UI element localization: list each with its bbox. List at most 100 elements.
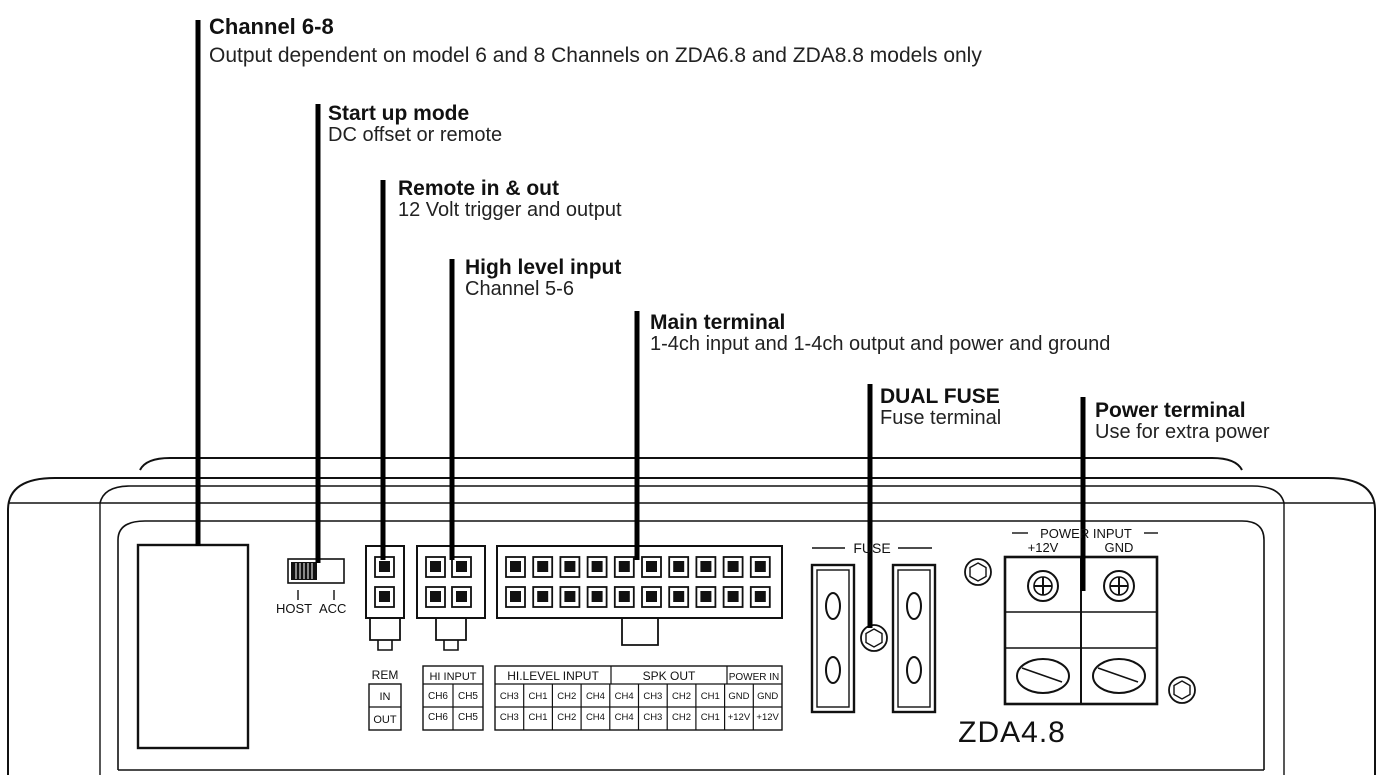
main-terminal-pin	[559, 556, 581, 578]
fuse-left	[810, 563, 856, 714]
main-terminal-pin-hole	[591, 561, 603, 572]
main-terminal-pin	[722, 556, 744, 578]
main-terminal-pin-hole	[700, 591, 712, 602]
main-terminal-pin	[641, 556, 662, 578]
table-cell-label: CH1	[701, 712, 720, 723]
table-cell-label: CH3	[643, 691, 662, 702]
main-terminal-pin	[613, 556, 635, 578]
channel-6-8-output-area	[136, 543, 250, 750]
table-cell-label: CH3	[500, 691, 519, 702]
callout-title: Start up mode	[328, 102, 470, 125]
hi-input-ch6-top: CH6	[428, 691, 448, 702]
callout-power-terminal: Power terminal Use for extra power	[1095, 400, 1270, 442]
main-terminal-pin	[722, 586, 744, 608]
table-cell-label: +12V	[728, 712, 751, 723]
screw-left	[964, 558, 992, 586]
callout-title: High level input	[465, 256, 622, 279]
power-plus-label: +12V	[1028, 540, 1059, 555]
callout-title: Remote in & out	[398, 177, 559, 200]
hi-input-ch5-top: CH5	[458, 691, 478, 702]
hi-level-input-label: HI.LEVEL INPUT	[507, 669, 599, 683]
table-cell-label: CH2	[672, 712, 691, 723]
table-cell-label: CH1	[529, 712, 548, 723]
main-terminal-pin	[695, 586, 717, 608]
callout-dual-fuse: DUAL FUSE Fuse terminal	[880, 386, 1001, 428]
main-terminal-pin-hole	[618, 591, 630, 602]
inner-panel	[117, 520, 1265, 770]
hi-input-label: HI INPUT	[429, 671, 476, 683]
main-terminal-pin-hole	[564, 591, 576, 602]
table-cell-label: CH1	[701, 691, 720, 702]
main-terminal-pin-hole	[618, 561, 630, 572]
table-cell-label: CH4	[615, 691, 634, 702]
switch-label-acc: ACC	[319, 601, 346, 616]
fuse-right	[891, 563, 937, 714]
main-terminal-pin	[532, 556, 554, 578]
power-in-label: POWER IN	[729, 672, 780, 683]
rem-in: IN	[380, 691, 391, 703]
table-cell-label: CH4	[615, 712, 634, 723]
spk-out-label: SPK OUT	[643, 669, 696, 683]
callout-desc: Channel 5-6	[465, 278, 574, 300]
table-cell-label: GND	[757, 691, 778, 702]
main-terminal-pin-hole	[591, 591, 603, 602]
main-terminal-pin-hole	[673, 591, 685, 602]
main-terminal-pin-hole	[646, 591, 657, 602]
hi-input-ch5-bottom: CH5	[458, 712, 478, 723]
amp-top-lid	[139, 457, 1243, 471]
main-terminal-pin	[559, 586, 581, 608]
table-cell-label: CH3	[500, 712, 519, 723]
power-gnd-label: GND	[1105, 540, 1134, 555]
callout-title: Channel 6-8	[209, 14, 334, 39]
table-cell-label: CH2	[557, 691, 576, 702]
callout-title: Main terminal	[650, 311, 786, 334]
model-name: ZDA4.8	[958, 716, 1066, 749]
callout-desc: Output dependent on model 6 and 8 Channe…	[209, 44, 982, 67]
amp-body-outline	[7, 477, 1376, 775]
main-terminal-pin-hole	[537, 591, 549, 602]
table-cell-label: CH4	[586, 691, 605, 702]
table-cell-label: CH4	[586, 712, 605, 723]
main-terminal-pin-hole	[510, 591, 521, 602]
screw-right	[1168, 676, 1196, 704]
main-terminal-pin-hole	[754, 591, 766, 602]
main-terminal-pin-hole	[700, 561, 712, 572]
main-terminal-pin	[749, 586, 771, 608]
table-cell-label: +12V	[756, 712, 779, 723]
main-terminal-pin-hole	[564, 561, 576, 572]
table-cell-label: GND	[728, 691, 749, 702]
table-cell-label: CH2	[557, 712, 576, 723]
callout-desc: 12 Volt trigger and output	[398, 199, 622, 221]
main-terminal-pin-hole	[754, 561, 766, 572]
callout-main-terminal: Main terminal 1-4ch input and 1-4ch outp…	[650, 312, 1110, 354]
main-terminal-pin	[668, 586, 690, 608]
main-terminal-pin-hole	[646, 561, 657, 572]
main-terminal-pin-hole	[727, 591, 739, 602]
table-cell-label: CH1	[529, 691, 548, 702]
main-terminal-pin-hole	[673, 561, 685, 572]
callout-start-up-mode: Start up mode DC offset or remote	[328, 103, 502, 145]
main-terminal-pin	[586, 586, 608, 608]
callout-desc: Use for extra power	[1095, 421, 1270, 443]
main-terminal-pin	[641, 586, 662, 608]
main-terminal-pin	[532, 586, 554, 608]
hi-input-ch6-bottom: CH6	[428, 712, 448, 723]
fuse-label: FUSE	[853, 540, 890, 556]
main-terminal-pin	[695, 556, 717, 578]
main-terminal-pin	[505, 586, 526, 608]
power-input-label: POWER INPUT	[1040, 526, 1132, 541]
main-terminal-pin-hole	[727, 561, 739, 572]
callout-remote-in-out: Remote in & out 12 Volt trigger and outp…	[398, 178, 622, 220]
main-terminal-pin	[613, 586, 635, 608]
callout-desc: 1-4ch input and 1-4ch output and power a…	[650, 333, 1111, 355]
table-cell-label: CH2	[672, 691, 691, 702]
callout-high-level-input: High level input Channel 5-6	[465, 257, 621, 299]
callout-title: DUAL FUSE	[880, 385, 1000, 408]
main-terminal-pin-hole	[510, 561, 521, 572]
callout-title: Power terminal	[1095, 399, 1246, 422]
callout-channel-6-8: Channel 6-8 Output dependent on model 6 …	[209, 14, 982, 67]
switch-label-host: HOST	[276, 601, 312, 616]
fuse-screw	[860, 624, 888, 652]
rem-out: OUT	[373, 714, 397, 726]
